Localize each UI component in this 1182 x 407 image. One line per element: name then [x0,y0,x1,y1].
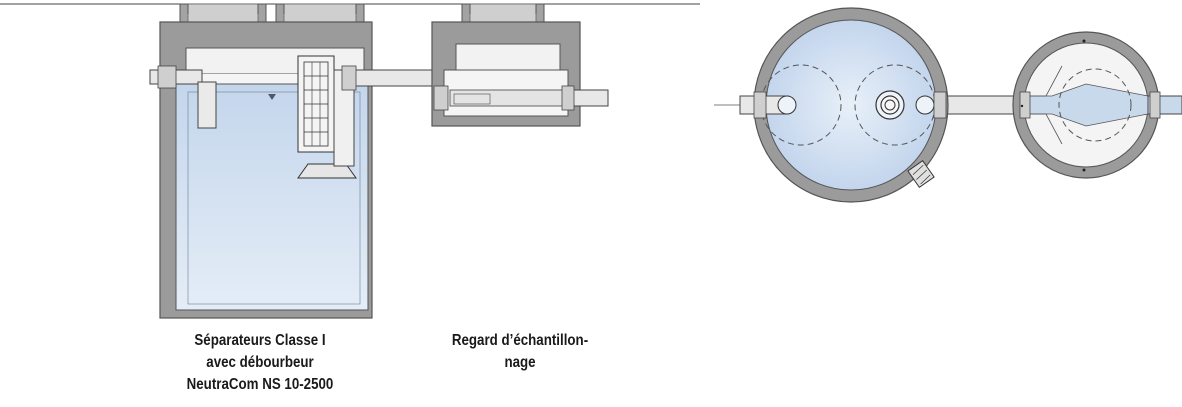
plan-outlet-riser [915,95,935,115]
separator-caption: Séparateurs Classe I avec débourbeur Neu… [165,330,354,396]
separator-caption-line2: avec débourbeur [206,354,314,371]
separator-caption-line3: NeutraCom NS 10-2500 [186,376,334,393]
plan-side-socket [907,159,935,189]
plan-view [714,7,1182,203]
sampling-channel [449,89,569,107]
separator-section-view [149,3,459,319]
plan-filter-inner [880,95,900,115]
inlet-dip-tube [197,81,217,129]
plan-inlet-riser [777,95,797,115]
separator-interior [176,74,368,84]
sampling-chamber-section-view [431,3,609,127]
water-level-marker [268,94,276,100]
regard-caption-line1: Regard d’échantillon- [451,332,589,349]
filter-hopper [297,163,357,179]
regard-caption: Regard d’échantillon- nage [421,330,619,374]
regard-caption-line2: nage [504,354,536,371]
plan-sampling-shaft [1058,68,1132,142]
sampling-chamber-cover [455,43,561,71]
separator-caption-line1: Séparateurs Classe I [194,332,326,349]
